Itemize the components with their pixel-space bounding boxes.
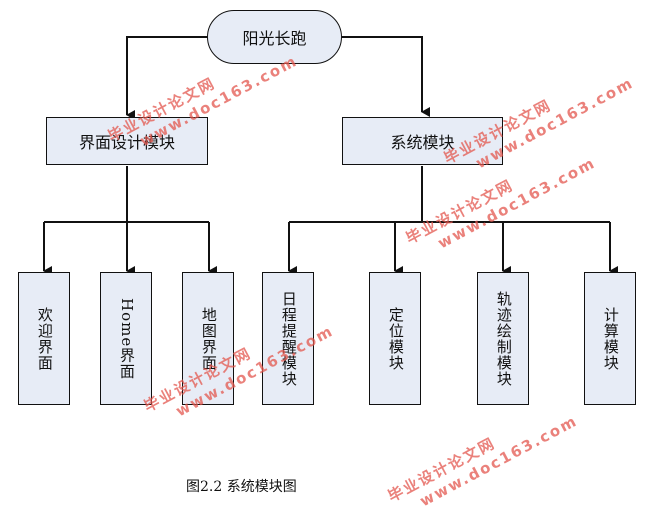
module-node-system: 系统模块 [342, 117, 503, 165]
root-label: 阳光长跑 [242, 29, 307, 48]
leaf-label: Home界面 [117, 297, 136, 380]
leaf-label: 地图界面 [199, 306, 218, 371]
leaf-label: 计算模块 [601, 306, 620, 371]
leaf-node-schedule: 日程提醒模块 [262, 272, 314, 405]
root-node: 阳光长跑 [207, 10, 342, 64]
leaf-label: 日程提醒模块 [279, 290, 298, 387]
leaf-label: 轨迹绘制模块 [494, 290, 513, 387]
leaf-node-home: Home界面 [100, 272, 152, 405]
figure-caption: 图2.2 系统模块图 [186, 479, 297, 495]
leaf-node-map: 地图界面 [182, 272, 234, 405]
leaf-node-calc: 计算模块 [584, 272, 636, 405]
leaf-label: 定位模块 [386, 306, 405, 371]
leaf-node-location: 定位模块 [369, 272, 421, 405]
connector-root-left [126, 36, 207, 120]
connector-lines [43, 36, 618, 276]
connector-root-right [342, 36, 430, 117]
leaf-node-track: 轨迹绘制模块 [477, 272, 529, 405]
leaf-node-welcome: 欢迎界面 [18, 272, 70, 405]
module-label: 界面设计模块 [78, 133, 175, 152]
diagram-canvas: 阳光长跑 界面设计模块 系统模块 欢迎界面 Home界面 地图界面 日程提醒模块… [18, 10, 637, 510]
leaf-label: 欢迎界面 [35, 306, 54, 371]
module-label: 系统模块 [390, 133, 455, 152]
module-node-ui-design: 界面设计模块 [46, 117, 208, 165]
